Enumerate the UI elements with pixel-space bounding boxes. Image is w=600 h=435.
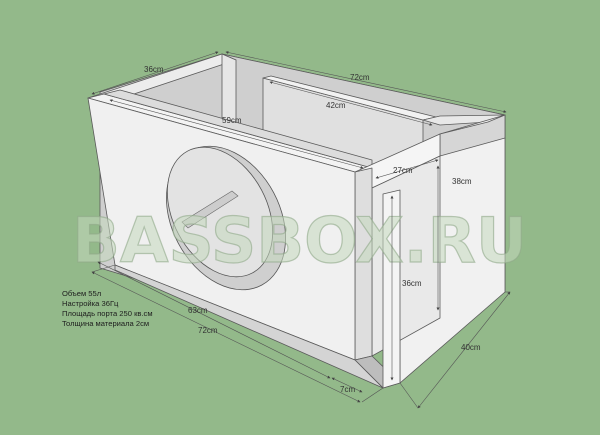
dim-line-inner-length	[109, 99, 364, 169]
hole-inner-divider	[181, 190, 239, 229]
spec-volume: Объем 55л	[62, 289, 102, 298]
label-depth-top: 36cm	[144, 65, 164, 74]
dimension-labels: 36cm 72cm 42cm 59cm 27cm 38cm 36cm 40cm …	[144, 65, 481, 394]
label-width-top: 72cm	[350, 73, 370, 82]
watermark-text: BASSBOX.RU	[72, 204, 527, 277]
dim-line-depth-top	[91, 51, 219, 95]
label-inner-width: 63cm	[188, 306, 208, 315]
spec-list: Объем 55л Настройка 36Гц Площадь порта 2…	[62, 289, 153, 329]
dim-line-depth-side	[417, 291, 511, 409]
dimension-lines	[91, 51, 511, 409]
spec-port-area: Площадь порта 250 кв.см	[62, 309, 153, 318]
dim-line-port-width	[331, 377, 363, 393]
label-port-width: 7cm	[340, 385, 355, 394]
dim-line-total-width	[91, 271, 361, 403]
ext-line	[91, 264, 116, 273]
right-side-edge	[439, 114, 506, 157]
label-port-depth: 42cm	[326, 101, 346, 110]
dim-line-port-offset	[375, 159, 439, 179]
ext-line	[361, 387, 384, 403]
label-total-width: 72cm	[198, 326, 218, 335]
label-depth-side: 40cm	[461, 343, 481, 352]
label-port-height: 36cm	[402, 279, 422, 288]
ext-line	[399, 382, 419, 409]
label-port-offset: 27cm	[393, 166, 413, 175]
speaker-cutout	[166, 145, 286, 291]
spec-material-thickness: Толщина материала 2см	[62, 319, 150, 328]
label-port-height-inner: 38cm	[452, 177, 472, 186]
label-inner-length: 59cm	[222, 116, 242, 125]
spec-tuning: Настройка 36Гц	[62, 299, 119, 308]
